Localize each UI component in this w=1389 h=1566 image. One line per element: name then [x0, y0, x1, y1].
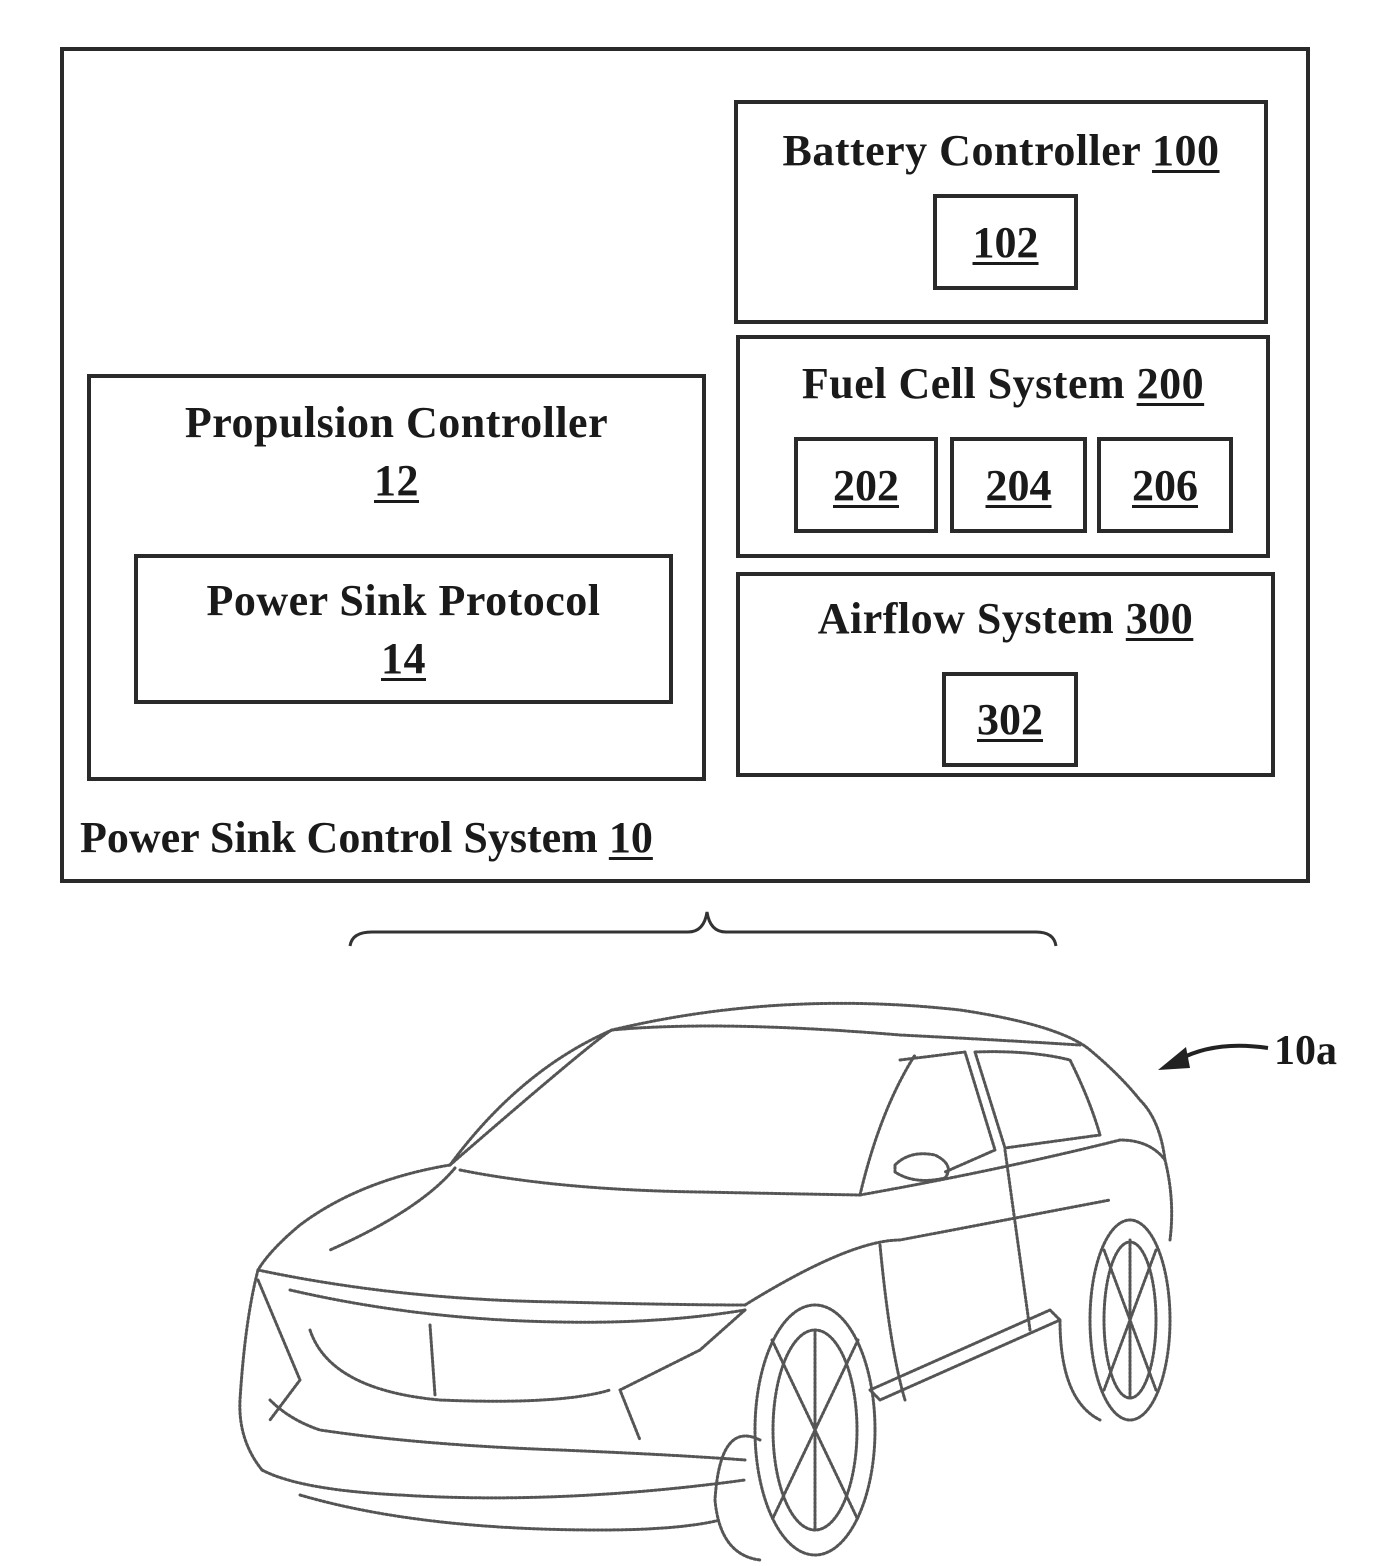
- brace: [350, 912, 1056, 946]
- callout-arrow: [1178, 1046, 1268, 1060]
- vehicle-ref-label: 10a: [1274, 1026, 1337, 1076]
- car-body: [240, 1003, 1172, 1560]
- callout-arrowhead: [1158, 1047, 1190, 1070]
